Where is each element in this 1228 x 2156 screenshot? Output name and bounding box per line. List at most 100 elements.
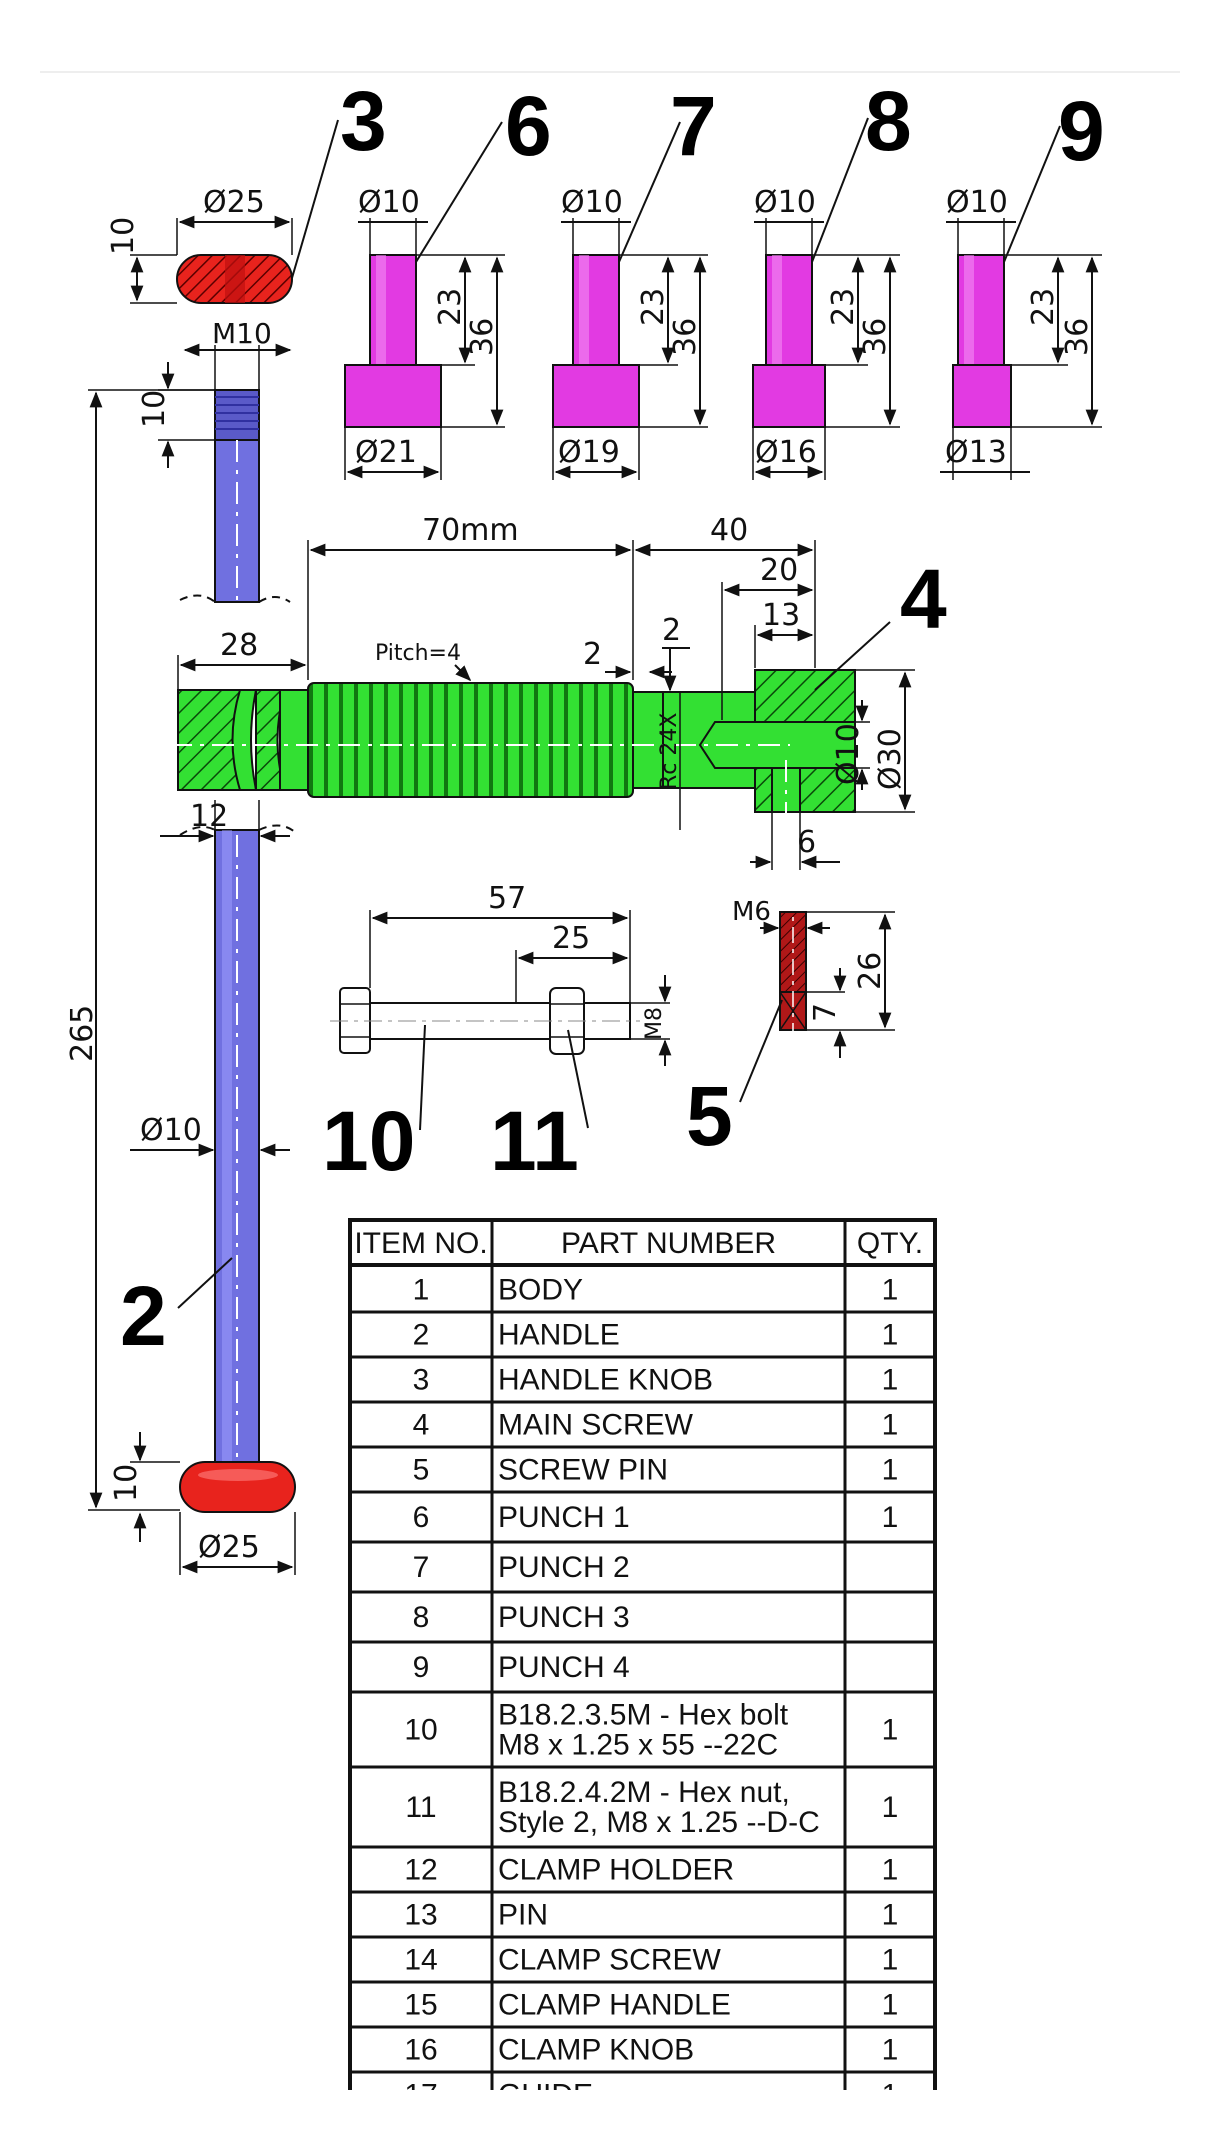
callout-10: 10: [322, 1094, 415, 1188]
bom-qty: 1: [882, 1989, 899, 2022]
punch-1: [344, 254, 442, 428]
bom-part-number: MAIN SCREW: [498, 1409, 694, 1442]
bom-item-no: 5: [413, 1454, 430, 1487]
bom-row: 3 HANDLE KNOB 1: [350, 1364, 935, 1404]
dim-groove: 2: [583, 637, 602, 672]
bom-part-number: M8 x 1.25 x 55 --22C: [498, 1729, 778, 1762]
dim-punch4-total: 36: [1060, 318, 1095, 356]
bom-item-no: 14: [404, 1944, 437, 1977]
bom-qty: 1: [882, 1364, 899, 1397]
callout-9: 9: [1058, 84, 1105, 178]
dim-punch1-pin: 23: [433, 288, 468, 326]
punch-2: [552, 254, 640, 428]
punch-3: [752, 254, 826, 428]
dim-bolt-len: 57: [488, 881, 526, 916]
dim-knob-bot-dia: Ø25: [198, 1530, 260, 1565]
dim-pin-tip: 7: [808, 1003, 843, 1022]
bom-header-0: ITEM NO.: [354, 1227, 487, 1260]
dim-screw-end: 28: [220, 628, 258, 663]
bom-part-number: CLAMP SCREW: [498, 1944, 722, 1977]
callout-8: 8: [865, 74, 912, 168]
dim-punch3-base: Ø16: [755, 435, 817, 470]
bom-part-number: SCREW PIN: [498, 1454, 668, 1487]
dim-handle-thread-len: 10: [137, 390, 172, 428]
dim-handle-thread: M10: [212, 317, 272, 350]
bom-qty: 1: [882, 1501, 899, 1534]
handle-knob-top-section: [176, 254, 293, 304]
dim-knob-top-dia: Ø25: [203, 185, 265, 220]
dim-punch2-total: 36: [668, 318, 703, 356]
bom-item-no: 16: [404, 2034, 437, 2067]
bom-item-no: 1: [413, 1274, 430, 1307]
bom-part-number: B18.2.4.2M - Hex nut,: [498, 1776, 790, 1809]
callout-11: 11: [490, 1094, 579, 1188]
hex-bolt: [339, 987, 631, 1054]
bom-qty: 1: [882, 1714, 899, 1747]
callout-5: 5: [686, 1069, 733, 1163]
dim-handle-dia: Ø10: [140, 1113, 202, 1148]
dim-nut-pos: 25: [552, 921, 590, 956]
bom-qty: 1: [882, 1944, 899, 1977]
dim-screw-head-len: 40: [710, 513, 748, 548]
callout-6: 6: [505, 79, 552, 173]
bom-row: 14 CLAMP SCREW 1: [350, 1944, 935, 1984]
bom-qty: 1: [882, 2034, 899, 2067]
bom-row: 5 SCREW PIN 1: [350, 1454, 935, 1494]
dim-punch2-top: Ø10: [561, 185, 623, 220]
dim-knob-top-h: 10: [106, 217, 141, 255]
bom-part-number: PUNCH 1: [498, 1501, 630, 1534]
bom-item-no: 3: [413, 1364, 430, 1397]
bom-item-no: 11: [405, 1791, 436, 1824]
dim-rc: Rc 24X: [657, 713, 682, 790]
dim-groove2: 2: [662, 613, 681, 648]
dim-punch4-pin: 23: [1026, 288, 1061, 326]
dim-pin-thread: M6: [732, 897, 771, 927]
dim-punch3-total: 36: [858, 318, 893, 356]
dim-handle-hole-gap: 12: [190, 799, 228, 834]
bom-qty: 1: [882, 1899, 899, 1932]
dim-screw-head-dia: Ø30: [873, 728, 908, 790]
bom-qty: 1: [882, 1319, 899, 1352]
bom-part-number: B18.2.3.5M - Hex bolt: [498, 1699, 789, 1732]
dim-screw-head-20: 20: [760, 553, 798, 588]
bom-row: 8 PUNCH 3: [350, 1601, 935, 1644]
dim-punch3-top: Ø10: [754, 185, 816, 220]
dim-knob-bot-h: 10: [109, 1464, 144, 1502]
bom-item-no: 8: [413, 1601, 430, 1634]
bom-part-number: PUNCH 4: [498, 1651, 630, 1684]
dim-screw-head-13: 13: [762, 598, 800, 633]
dim-handle-len: 265: [65, 1005, 100, 1062]
bom-part-number: PUNCH 2: [498, 1551, 630, 1584]
callout-4: 4: [900, 552, 947, 646]
bom-header-1: PART NUMBER: [561, 1227, 776, 1260]
dim-punch1-total: 36: [465, 318, 500, 356]
dim-punch1-base: Ø21: [355, 435, 417, 470]
dim-screw-thread-len: 70mm: [422, 513, 519, 548]
dim-punch4-base: Ø13: [945, 435, 1007, 470]
bom-item-no: 10: [404, 1714, 437, 1747]
callout-2: 2: [120, 1269, 167, 1363]
dim-pin-hole: 6: [797, 825, 816, 860]
dim-screw-hole: Ø10: [831, 723, 866, 785]
bom-part-number: PUNCH 3: [498, 1601, 630, 1634]
bom-part-number: HANDLE: [498, 1319, 620, 1352]
bom-part-number: HANDLE KNOB: [498, 1364, 713, 1397]
bom-item-no: 13: [404, 1899, 437, 1932]
bom-qty: 1: [882, 1454, 899, 1487]
dim-punch1-top: Ø10: [358, 185, 420, 220]
bom-qty: 1: [882, 1854, 899, 1887]
callout-3: 3: [340, 74, 387, 168]
